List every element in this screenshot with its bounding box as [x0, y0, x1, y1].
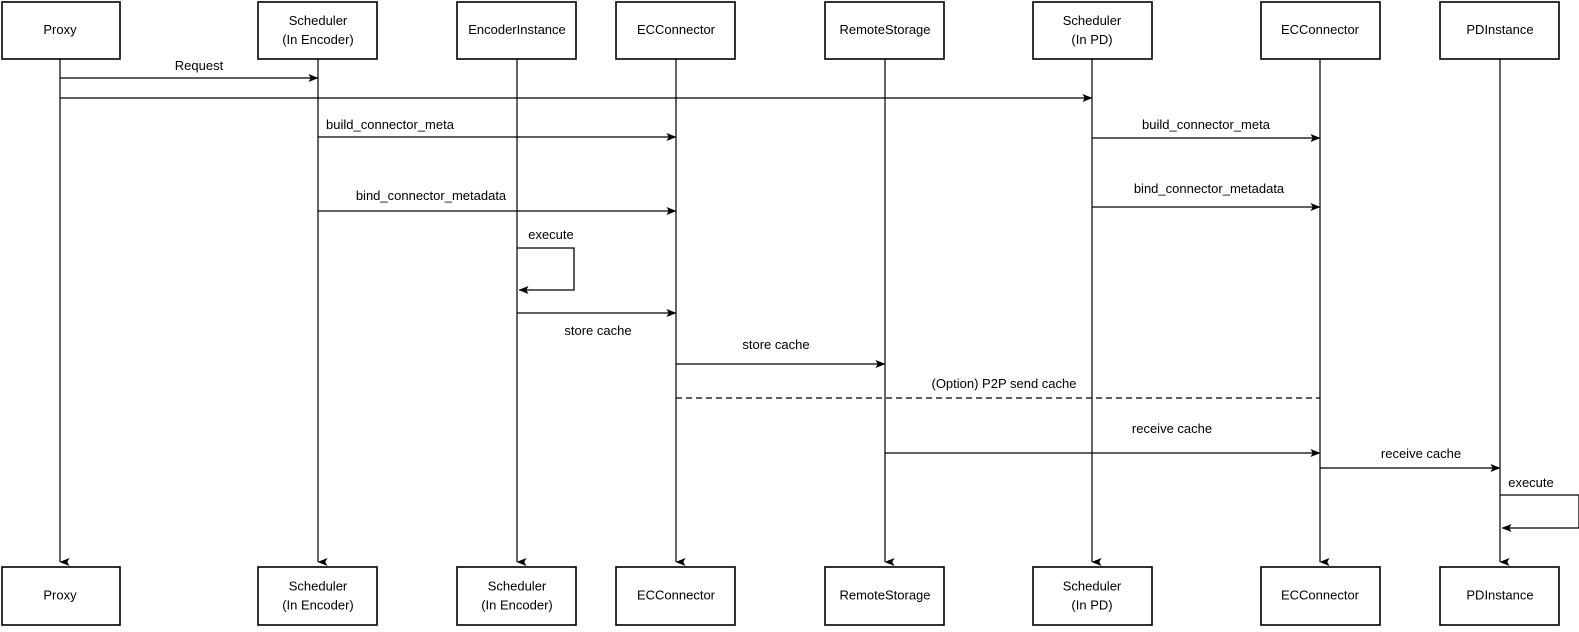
participant-label-line1: Scheduler — [1063, 578, 1122, 593]
participant-box — [1260, 566, 1381, 626]
self-message-path — [1500, 494, 1579, 532]
participant-box — [257, 566, 378, 626]
self-message-execute-pdinstance[interactable]: execute — [1500, 475, 1579, 532]
participant-box — [615, 566, 736, 626]
participant-box — [1032, 566, 1153, 626]
message-request[interactable]: Request — [60, 58, 319, 82]
participant-label-line1: Scheduler — [289, 13, 348, 28]
messages-layer: Request build_connector_meta build_connect… — [60, 58, 1501, 472]
participant-label-line1: ECConnector — [1281, 22, 1360, 37]
participant-box — [1439, 1, 1560, 60]
participant-bottom-scheduler-enc-2[interactable]: Scheduler (In Encoder) — [456, 566, 577, 626]
participant-box — [824, 1, 945, 60]
message-label: (Option) P2P send cache — [931, 376, 1076, 391]
participant-bottom-ecconnector-l[interactable]: ECConnector — [615, 566, 736, 626]
message-label: build_connector_meta — [326, 117, 455, 132]
message-label: build_connector_meta — [1142, 117, 1271, 132]
message-label: receive cache — [1381, 446, 1461, 461]
participant-bottom-ecconnector-r[interactable]: ECConnector — [1260, 566, 1381, 626]
participant-box — [456, 1, 577, 60]
self-message-execute-encoder[interactable]: execute — [517, 227, 575, 294]
participant-top-scheduler-enc[interactable]: Scheduler (In Encoder) — [257, 1, 378, 60]
participant-top-scheduler-pd[interactable]: Scheduler (In PD) — [1032, 1, 1153, 60]
message-p2p-send-cache[interactable]: (Option) P2P send cache — [676, 376, 1320, 399]
self-message-label: execute — [1508, 475, 1554, 490]
participant-box — [1, 1, 121, 60]
participant-label-line2: (In Encoder) — [282, 597, 354, 612]
participant-box — [1439, 566, 1560, 626]
participant-top-ecconnector-l[interactable]: ECConnector — [615, 1, 736, 60]
participant-label-line1: PDInstance — [1466, 587, 1533, 602]
participant-label-line1: ECConnector — [1281, 587, 1360, 602]
message-label: receive cache — [1132, 421, 1212, 436]
participant-bottom-pdinstance[interactable]: PDInstance — [1439, 566, 1560, 626]
message-label: bind_connector_metadata — [1134, 181, 1285, 196]
message-build-connector-meta-l[interactable]: build_connector_meta — [318, 117, 677, 141]
participant-label-line1: ECConnector — [637, 587, 716, 602]
self-message-label: execute — [528, 227, 574, 242]
participant-top-pdinstance[interactable]: PDInstance — [1439, 1, 1560, 60]
participant-top-encoder-inst[interactable]: EncoderInstance — [456, 1, 577, 60]
participant-label-line1: RemoteStorage — [839, 22, 930, 37]
participant-box — [1032, 1, 1153, 60]
participant-label-line1: Proxy — [43, 587, 77, 602]
message-label: store cache — [564, 323, 631, 338]
participant-bottom-scheduler-pd[interactable]: Scheduler (In PD) — [1032, 566, 1153, 626]
participant-label-line2: (In PD) — [1071, 597, 1112, 612]
message-label: Request — [175, 58, 224, 73]
self-message-path — [517, 247, 575, 294]
participant-bottom-remotestorage[interactable]: RemoteStorage — [824, 566, 945, 626]
participant-boxes-top: Proxy Scheduler (In Encoder) EncoderInstanc… — [1, 1, 1560, 60]
message-receive-cache-2[interactable]: receive cache — [1320, 446, 1501, 472]
message-label: store cache — [742, 337, 809, 352]
participant-box — [456, 566, 577, 626]
participant-top-remotestorage[interactable]: RemoteStorage — [824, 1, 945, 60]
participant-label-line2: (In Encoder) — [282, 32, 354, 47]
message-receive-cache-1[interactable]: receive cache — [885, 421, 1321, 457]
participant-label-line1: Scheduler — [1063, 13, 1122, 28]
message-label: bind_connector_metadata — [356, 188, 507, 203]
participant-top-ecconnector-r[interactable]: ECConnector — [1260, 1, 1381, 60]
participant-label-line1: PDInstance — [1466, 22, 1533, 37]
participant-bottom-scheduler-enc[interactable]: Scheduler (In Encoder) — [257, 566, 378, 626]
self-messages-layer: execute execute — [517, 227, 1579, 532]
participant-label-line2: (In PD) — [1071, 32, 1112, 47]
message-bind-connector-metadata-l[interactable]: bind_connector_metadata — [318, 188, 677, 215]
participant-label-line1: Scheduler — [289, 578, 348, 593]
participant-label-line1: Proxy — [43, 22, 77, 37]
participant-label-line2: (In Encoder) — [481, 597, 553, 612]
participant-label-line1: ECConnector — [637, 22, 716, 37]
participant-label-line1: RemoteStorage — [839, 587, 930, 602]
participant-box — [257, 1, 378, 60]
participant-label-line1: Scheduler — [488, 578, 547, 593]
participant-box — [615, 1, 736, 60]
message-bind-connector-metadata-r[interactable]: bind_connector_metadata — [1092, 181, 1321, 211]
message-store-cache-1[interactable]: store cache — [517, 309, 677, 338]
lifelines-layer — [59, 59, 1510, 566]
participant-boxes-bottom: Proxy Scheduler (In Encoder) Scheduler (In E… — [1, 566, 1560, 626]
message-store-cache-2[interactable]: store cache — [676, 337, 886, 368]
participant-box — [1, 566, 121, 626]
participant-label-line1: EncoderInstance — [468, 22, 566, 37]
message-build-connector-meta-r[interactable]: build_connector_meta — [1092, 117, 1321, 142]
participant-bottom-proxy[interactable]: Proxy — [1, 566, 121, 626]
participant-top-proxy[interactable]: Proxy — [1, 1, 121, 60]
participant-box — [824, 566, 945, 626]
participant-box — [1260, 1, 1381, 60]
